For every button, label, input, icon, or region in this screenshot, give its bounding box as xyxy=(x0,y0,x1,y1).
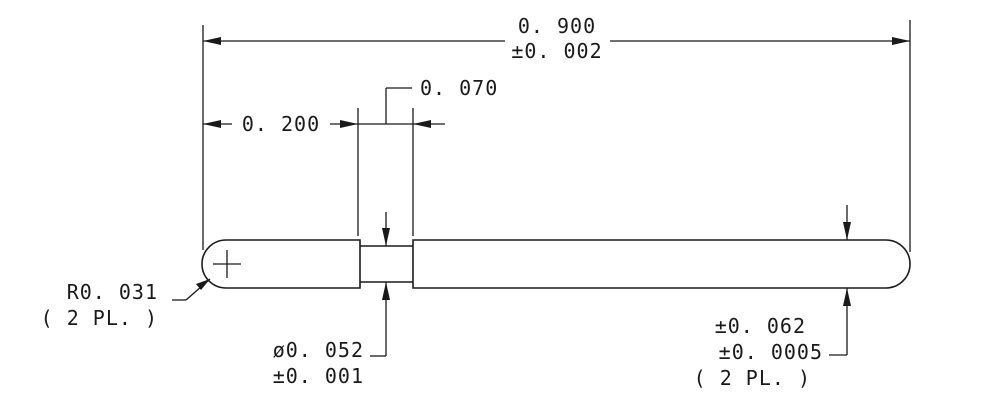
arrowhead xyxy=(196,279,210,290)
arrowhead xyxy=(843,222,851,240)
pin-head-segment xyxy=(201,239,361,289)
head-length-value: 0. 200 xyxy=(242,112,320,136)
dimension-overall-length: 0. 900 ±0. 002 xyxy=(203,14,910,63)
extension-lines xyxy=(202,20,911,252)
dimension-end-radius: R0. 031 ( 2 PL. ) xyxy=(41,278,211,330)
end-radius-value: R0. 031 xyxy=(67,280,158,304)
pin-body-segment xyxy=(412,239,911,289)
body-diameter-note: ( 2 PL. ) xyxy=(694,366,811,390)
dimension-body-diameter: ±0. 062 ±0. 0005 ( 2 PL. ) xyxy=(694,205,851,390)
body-diameter-value: ±0. 062 xyxy=(715,314,806,338)
arrowhead xyxy=(413,120,431,128)
dimension-neck-width: 0. 070 xyxy=(358,76,498,128)
arrowhead xyxy=(203,120,221,128)
overall-length-tolerance: ±0. 002 xyxy=(511,39,602,63)
neck-diameter-tolerance: ±0. 001 xyxy=(273,364,364,388)
dimension-neck-diameter: ø0. 052 ±0. 001 xyxy=(273,212,390,388)
pin-outline xyxy=(201,239,911,289)
neck-diameter-value: ø0. 052 xyxy=(273,338,364,362)
dimension-head-length: 0. 200 xyxy=(203,112,358,136)
overall-length-value: 0. 900 xyxy=(518,14,596,38)
arrowhead xyxy=(382,228,390,246)
end-radius-note: ( 2 PL. ) xyxy=(41,306,158,330)
arrowhead xyxy=(203,37,221,45)
pin-neck-segment xyxy=(360,245,413,283)
arrowhead xyxy=(340,120,358,128)
body-diameter-tolerance: ±0. 0005 xyxy=(719,340,823,364)
arrowhead xyxy=(892,37,910,45)
arrowhead xyxy=(382,282,390,300)
neck-width-value: 0. 070 xyxy=(420,76,498,100)
arrowhead xyxy=(843,288,851,306)
